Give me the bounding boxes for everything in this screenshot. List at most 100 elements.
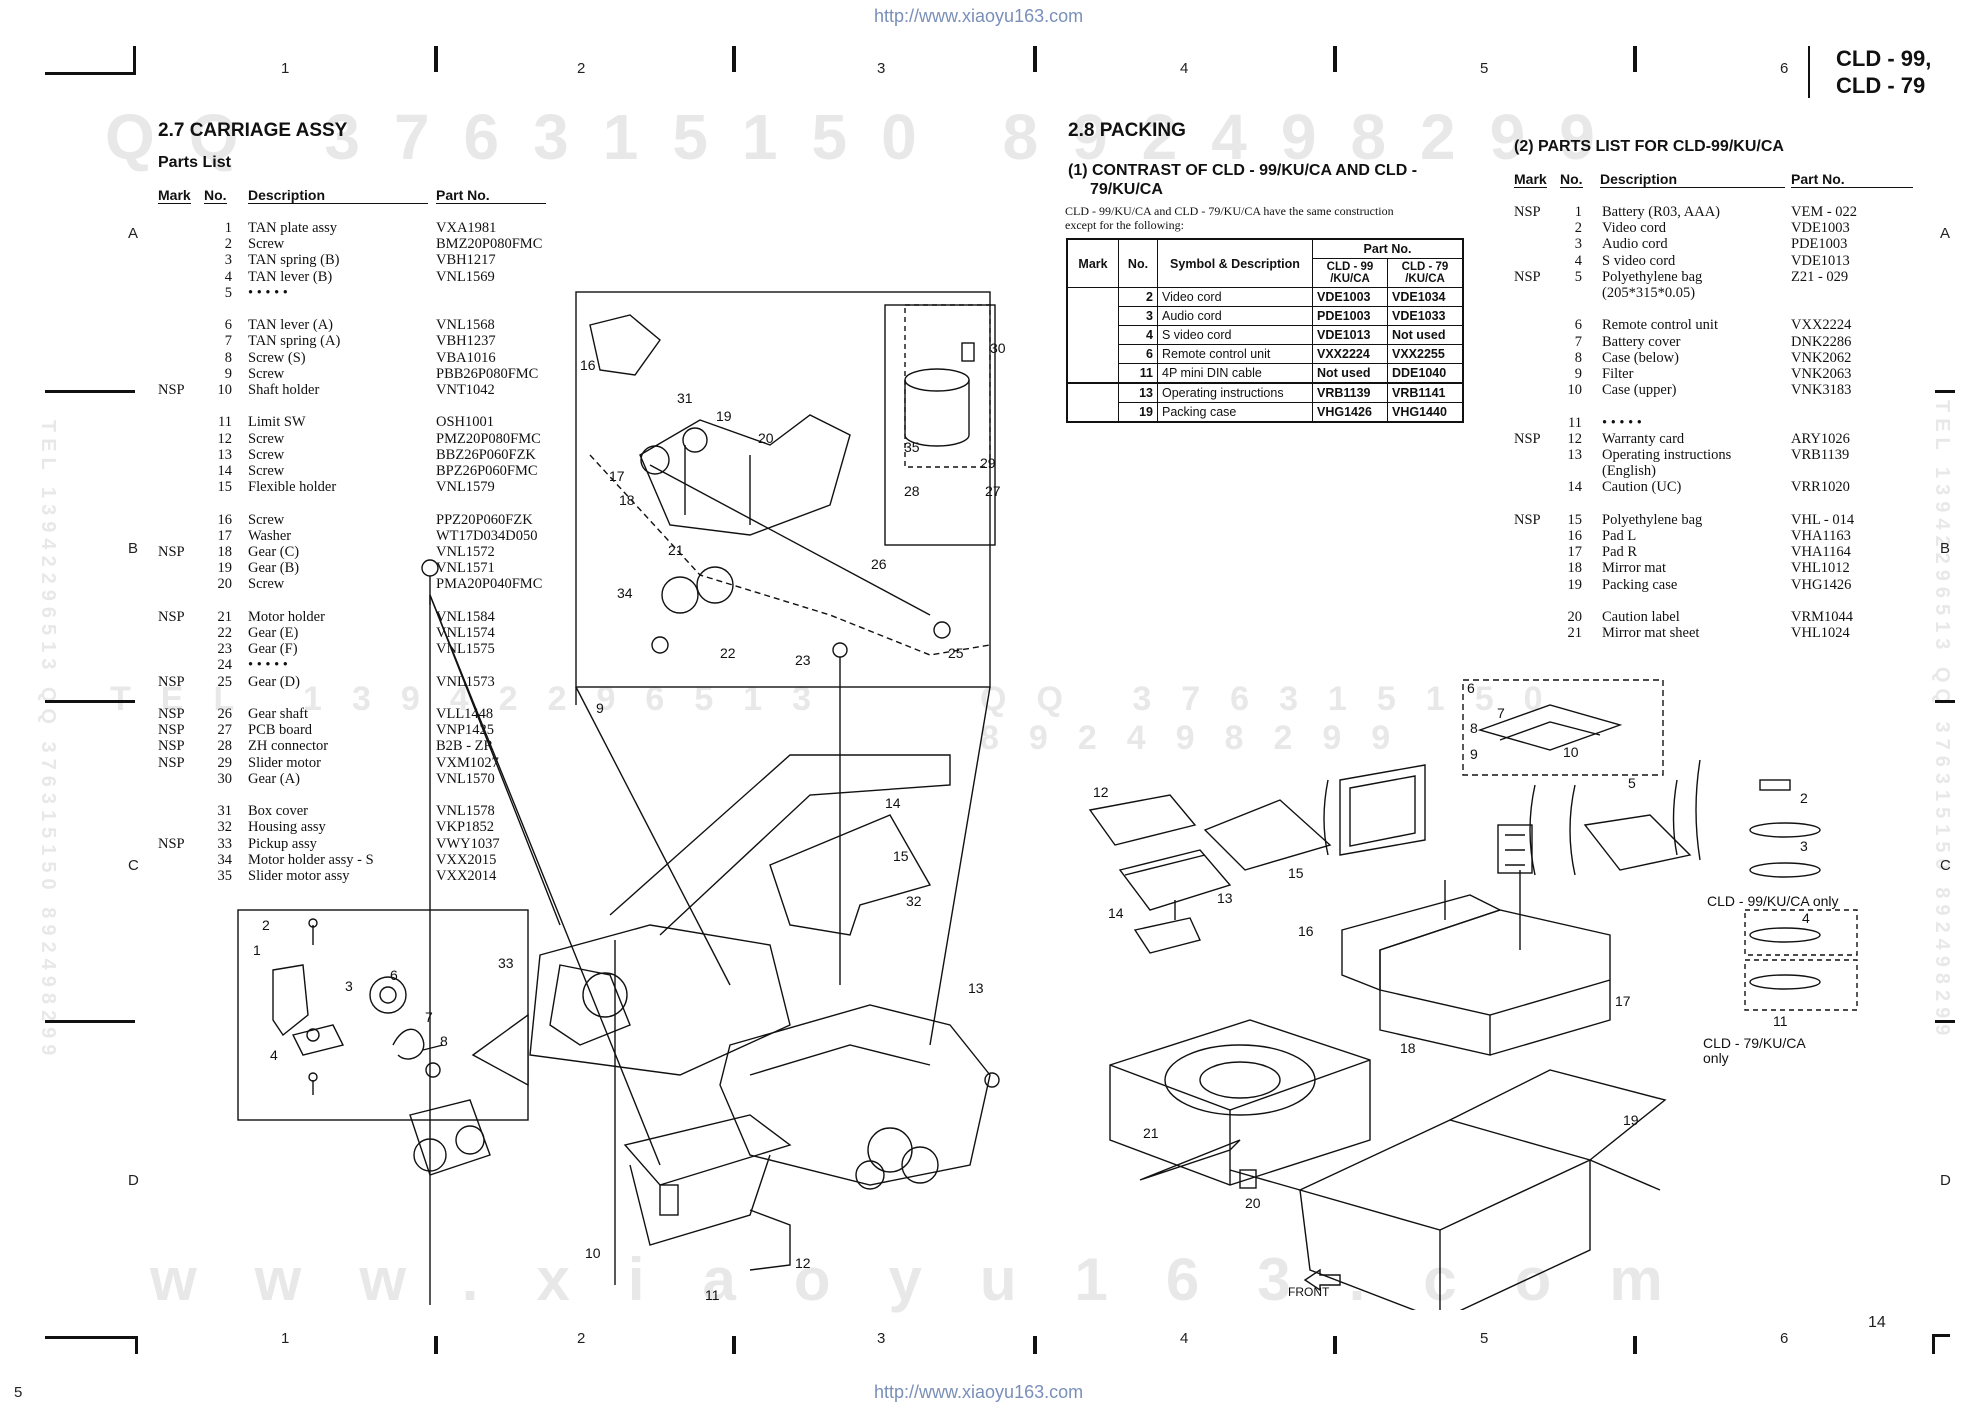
col-num-bottom-2: 2: [577, 1330, 586, 1347]
row-letter-c-left: C: [128, 857, 139, 874]
part-code: PMZ20P080FMC: [436, 430, 541, 447]
contrast-mark-cell: [1066, 287, 1119, 307]
part-code: VNL1569: [436, 268, 495, 285]
contrast-title-line-2: 79/KU/CA: [1090, 181, 1163, 198]
part-code: BPZ26P060FMC: [436, 463, 538, 479]
packing-callout-7: 7: [1497, 705, 1505, 721]
part-mark: NSP: [158, 673, 185, 690]
part-code: VNL1570: [436, 770, 495, 787]
row-letter-b-left: B: [128, 540, 139, 557]
carriage-parts-list-title: Parts List: [158, 154, 231, 171]
part-description: Screw: [248, 446, 285, 463]
packing-col-mark: Mark: [1514, 171, 1547, 188]
part-number: 25: [217, 673, 233, 690]
packing-callout-8: 8: [1470, 720, 1478, 736]
contrast-mark-cell: [1066, 383, 1119, 403]
part-number: 9: [224, 365, 232, 382]
packing-callout-3: 3: [1800, 838, 1808, 854]
contrast-cld99-cell: VXX2224: [1312, 344, 1388, 364]
contrast-col-cld99: CLD - 99 /KU/CA: [1312, 258, 1388, 288]
part-description: Screw: [248, 576, 285, 593]
contrast-cld79-cell: VHG1440: [1387, 402, 1464, 423]
part-number: 15: [217, 479, 233, 496]
part-description: (English): [1602, 463, 1656, 480]
part-description: Box cover: [248, 803, 308, 820]
part-description: Gear shaft: [248, 706, 308, 722]
part-description: TAN lever (B): [248, 268, 333, 285]
part-description: TAN spring (B): [248, 252, 340, 269]
part-number: 11: [218, 414, 232, 431]
tick-top-5: [1633, 46, 1637, 72]
part-number: 21: [1567, 625, 1583, 642]
part-code: VRB1139: [1791, 447, 1850, 463]
contrast-desc-cell: Operating instructions: [1157, 382, 1313, 403]
contrast-mark-cell: [1066, 344, 1119, 364]
part-number: 4: [1574, 252, 1582, 269]
part-description: Gear (C): [248, 544, 300, 560]
motor-holder-frame: [575, 291, 991, 688]
packing-col-no: No.: [1560, 171, 1583, 188]
part-code: VNP1425: [436, 722, 495, 739]
part-mark: NSP: [158, 738, 185, 755]
part-code: VRM1044: [1791, 609, 1854, 625]
callout-7: 7: [425, 1009, 433, 1025]
col-num-6: 6: [1780, 60, 1789, 77]
callout-20: 20: [758, 430, 774, 446]
carriage-col-no: No.: [204, 187, 227, 204]
contrast-col-no: No.: [1118, 238, 1158, 288]
callout-1: 1: [253, 942, 261, 958]
part-code: VBH1237: [436, 333, 496, 350]
header-url[interactable]: http://www.xiaoyu163.com: [874, 6, 1084, 26]
row-letter-b-right: B: [1940, 540, 1951, 557]
contrast-cld79-cell: DDE1040: [1387, 363, 1464, 384]
callout-15: 15: [893, 848, 909, 864]
tick-bottom-3: [1033, 1336, 1037, 1354]
packing-callout-19: 19: [1623, 1112, 1639, 1128]
tick-bottom-5: [1633, 1336, 1637, 1354]
part-code: VXX2224: [1791, 317, 1852, 334]
footer-url[interactable]: http://www.xiaoyu163.com: [874, 1382, 1084, 1402]
carriage-col-part: Part No.: [436, 187, 546, 204]
part-code: BMZ20P080FMC: [436, 236, 543, 253]
callout-30: 30: [990, 340, 1006, 356]
part-description: Pickup assy: [248, 835, 317, 852]
part-description: Motor holder: [248, 608, 325, 625]
row-letter-d-left: D: [128, 1172, 139, 1189]
part-description: Caution label: [1602, 609, 1680, 625]
part-description: Polyethylene bag: [1602, 268, 1703, 285]
model-line-2: CLD - 79: [1836, 73, 1926, 98]
part-description: Warranty card: [1602, 430, 1685, 447]
contrast-cld99-cell: VDE1013: [1312, 325, 1388, 345]
part-number: 1: [224, 220, 232, 236]
tick-bottom-4: [1333, 1336, 1337, 1354]
part-mark: NSP: [158, 835, 185, 852]
part-number: 16: [1567, 528, 1583, 544]
packing-callout-11: 11: [1773, 1013, 1788, 1029]
carriage-exploded-diagram: [409, 291, 1000, 1305]
contrast-col-desc: Symbol & Description: [1157, 238, 1313, 288]
tan-assy-inset: [237, 909, 529, 1121]
row-letter-a-left: A: [128, 225, 139, 242]
part-number: 4: [224, 268, 232, 285]
label-cld79-only-2: only: [1703, 1050, 1729, 1066]
part-number: 2: [1574, 220, 1582, 237]
callout-2: 2: [262, 917, 270, 933]
contrast-col-mark: Mark: [1066, 238, 1119, 288]
part-number: 21: [217, 608, 233, 625]
part-code: VHL - 014: [1791, 511, 1855, 528]
